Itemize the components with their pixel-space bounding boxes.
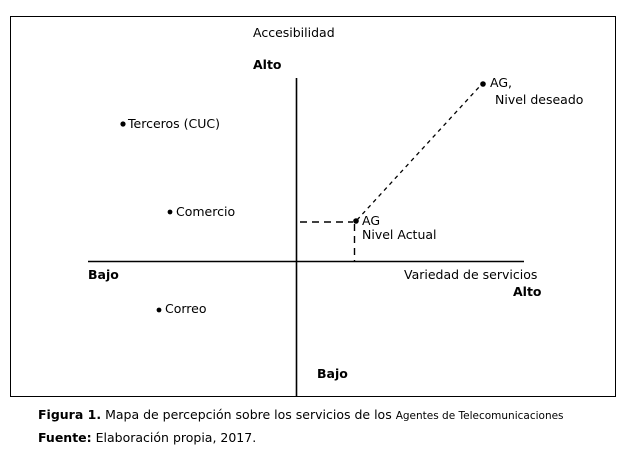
caption-figure-text: Mapa de percepción sobre los servicios d… [105, 407, 392, 422]
data-point-label-ag-actual: AG Nivel Actual [362, 213, 437, 243]
chart-border-box [10, 16, 616, 397]
caption-figure-number: Figura 1. [38, 407, 102, 422]
y-axis-high-label: Alto [253, 57, 282, 72]
data-point-label-ag-deseado-line1: AG, [490, 75, 512, 90]
caption-source-label: Fuente: [38, 430, 92, 445]
x-axis-title: Variedad de servicios [404, 267, 538, 282]
y-axis-low-label: Bajo [317, 366, 348, 381]
y-axis-title: Accesibilidad [253, 25, 335, 40]
data-point-label-correo: Correo [165, 301, 207, 316]
data-point-label-comercio: Comercio [176, 204, 236, 219]
x-axis-low-label: Bajo [88, 267, 119, 282]
caption-source-text: Elaboración propia, 2017. [95, 430, 257, 445]
data-point-label-ag-deseado-line2: Nivel deseado [495, 92, 584, 107]
data-point-label-ag-actual-line1: AG [362, 213, 381, 228]
caption-line-1: Figura 1. Mapa de percepción sobre los s… [38, 404, 608, 427]
x-axis-high-label: Alto [513, 284, 542, 299]
figure-caption: Figura 1. Mapa de percepción sobre los s… [38, 404, 608, 449]
data-point-label-ag-actual-line2: Nivel Actual [362, 227, 437, 243]
caption-line-2: Fuente: Elaboración propia, 2017. [38, 427, 608, 449]
data-point-label-terceros: Terceros (CUC) [128, 116, 220, 131]
caption-figure-text-small: Agentes de Telecomunicaciones [395, 410, 564, 422]
